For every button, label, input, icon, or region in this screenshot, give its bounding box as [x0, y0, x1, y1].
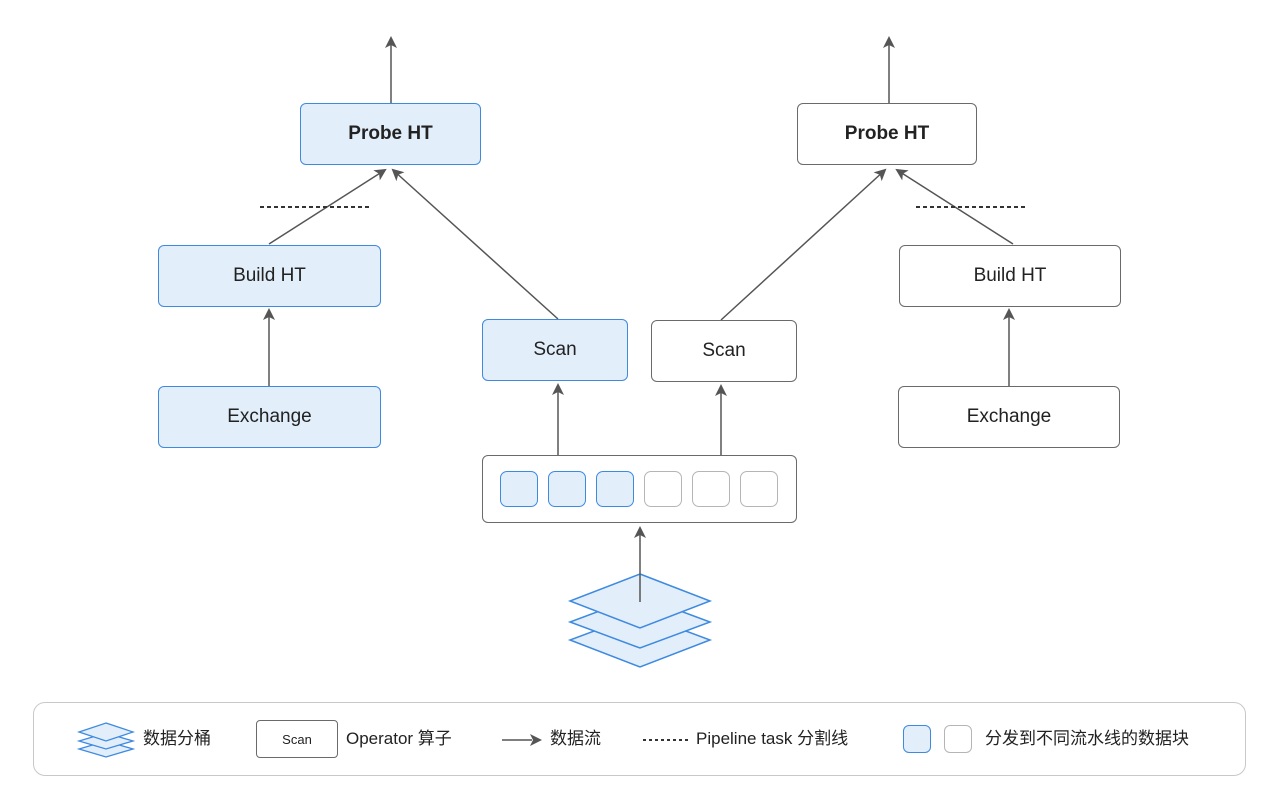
data-chunk-4: [644, 471, 682, 507]
left-scan-label: Scan: [533, 339, 577, 360]
legend-flow-label: 数据流: [550, 729, 601, 748]
data-chunk-2: [548, 471, 586, 507]
left-build-ht-label: Build HT: [233, 265, 306, 286]
right-scan-node: Scan: [651, 320, 797, 382]
legend-chunk-plain: [944, 725, 972, 753]
right-scan-to-probe-arrow: [720, 168, 887, 321]
legend-chunk-blue: [903, 725, 931, 753]
data-chunk-5: [692, 471, 730, 507]
data-chunk-3: [596, 471, 634, 507]
left-exchange-label: Exchange: [227, 406, 312, 427]
right-probe-ht-node: Probe HT: [797, 103, 977, 165]
left-scan-to-probe-arrow: [391, 168, 559, 320]
legend-operator-sample: Scan: [256, 720, 338, 758]
left-probe-ht-label: Probe HT: [348, 123, 433, 144]
legend-operator-sample-label: Scan: [282, 731, 312, 747]
right-exchange-label: Exchange: [966, 406, 1052, 427]
legend-bucket-icon: [76, 722, 136, 758]
data-chunk-1: [500, 471, 538, 507]
data-chunks-container: [482, 455, 797, 523]
legend-arrow-icon: [502, 734, 542, 746]
left-scan-node: Scan: [482, 319, 628, 381]
right-exchange-node: Exchange: [898, 386, 1120, 448]
legend-operator-label: Operator 算子: [346, 729, 452, 748]
legend-bucket-label: 数据分桶: [143, 729, 211, 748]
left-probe-ht-node: Probe HT: [300, 103, 481, 165]
legend-dashed-line-icon: [643, 739, 689, 741]
right-build-ht-label: Build HT: [973, 265, 1047, 286]
right-scan-label: Scan: [702, 340, 746, 361]
legend-pipeline-label: Pipeline task 分割线: [696, 729, 849, 748]
right-probe-ht-label: Probe HT: [844, 123, 930, 144]
legend-chunk-label: 分发到不同流水线的数据块: [985, 729, 1189, 748]
legend-panel: 数据分桶 Scan Operator 算子 数据流 Pipeline task …: [33, 702, 1246, 776]
right-build-ht-node: Build HT: [899, 245, 1121, 307]
data-chunk-6: [740, 471, 778, 507]
left-build-ht-node: Build HT: [158, 245, 381, 307]
left-exchange-node: Exchange: [158, 386, 381, 448]
